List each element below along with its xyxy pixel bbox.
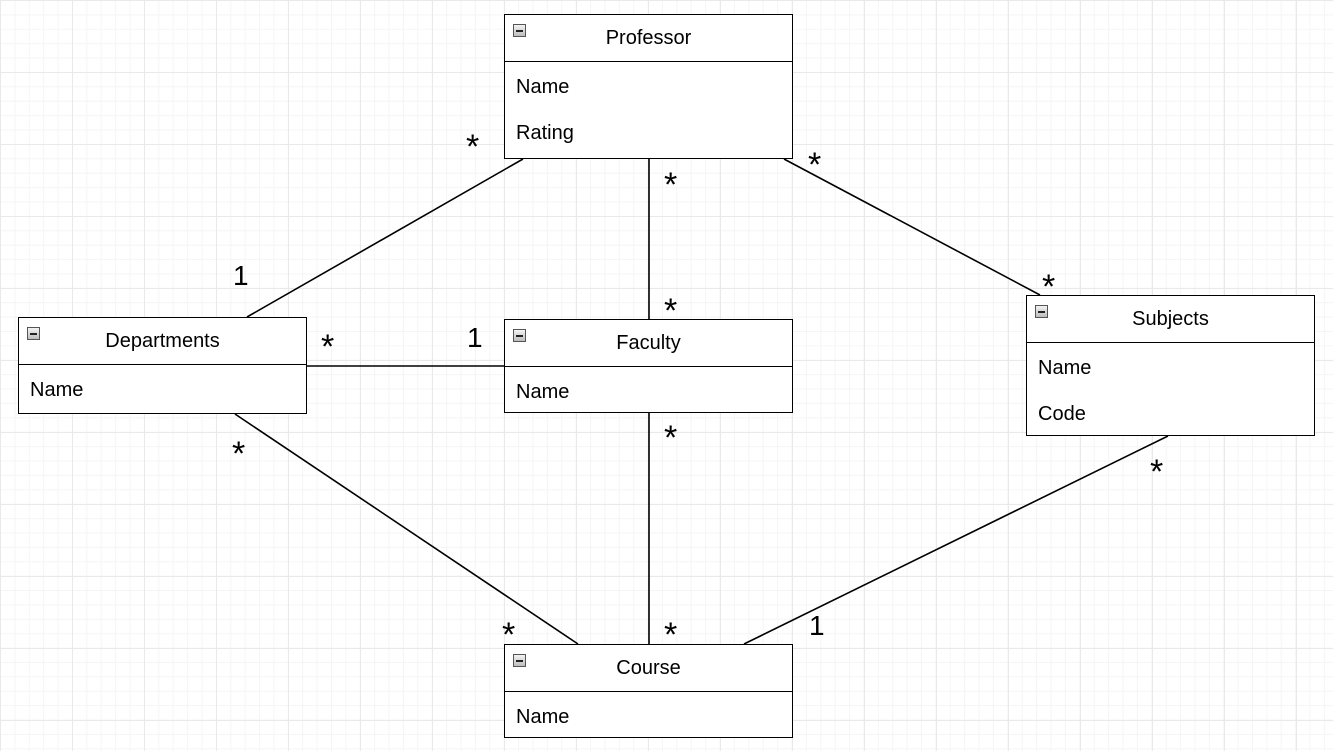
attribute-name: Name bbox=[516, 76, 570, 98]
entity-header: Faculty bbox=[505, 320, 792, 367]
multiplicity-label: * bbox=[664, 166, 678, 204]
connector-subj-course[interactable] bbox=[743, 435, 1169, 645]
multiplicity-label: * bbox=[466, 128, 480, 166]
multiplicity-label: * bbox=[664, 292, 678, 330]
multiplicity-label: 1 bbox=[233, 260, 249, 291]
multiplicity-label: * bbox=[502, 616, 516, 654]
attribute-list: Name Rating bbox=[505, 62, 792, 156]
entity-title: Faculty bbox=[616, 331, 681, 354]
multiplicity-label: * bbox=[232, 435, 246, 473]
collapse-minus-icon[interactable] bbox=[1035, 305, 1048, 318]
entity-title: Course bbox=[616, 656, 681, 679]
attribute-list: Name bbox=[505, 692, 792, 740]
attribute-list: Name Code bbox=[1027, 343, 1314, 437]
attribute-code: Code bbox=[1038, 403, 1086, 425]
multiplicity-label: * bbox=[664, 616, 678, 654]
multiplicity-label: * bbox=[808, 146, 822, 184]
attribute-name: Name bbox=[516, 706, 570, 728]
entity-subjects[interactable]: Subjects Name Code bbox=[1026, 295, 1315, 436]
entity-title: Professor bbox=[605, 26, 692, 49]
entity-faculty[interactable]: Faculty Name bbox=[504, 319, 793, 413]
entity-title: Subjects bbox=[1132, 307, 1209, 330]
connector-prof-dept[interactable] bbox=[246, 158, 524, 318]
entity-header: Subjects bbox=[1027, 296, 1314, 343]
multiplicity-label: * bbox=[664, 419, 678, 457]
entity-departments[interactable]: Departments Name bbox=[18, 317, 307, 414]
attribute-name: Name bbox=[30, 379, 84, 401]
connector-dept-course[interactable] bbox=[234, 413, 579, 645]
entity-header: Professor bbox=[505, 15, 792, 62]
multiplicity-label: 1 bbox=[809, 610, 825, 641]
entity-professor[interactable]: Professor Name Rating bbox=[504, 14, 793, 159]
entity-header: Course bbox=[505, 645, 792, 692]
multiplicity-label: 1 bbox=[467, 322, 483, 353]
collapse-minus-icon[interactable] bbox=[513, 654, 526, 667]
entity-header: Departments bbox=[19, 318, 306, 365]
attribute-rating: Rating bbox=[516, 122, 574, 144]
attribute-name: Name bbox=[516, 381, 570, 403]
multiplicity-label: * bbox=[321, 328, 335, 366]
collapse-minus-icon[interactable] bbox=[27, 327, 40, 340]
collapse-minus-icon[interactable] bbox=[513, 24, 526, 37]
collapse-minus-icon[interactable] bbox=[513, 329, 526, 342]
connector-prof-subj[interactable] bbox=[783, 158, 1041, 296]
entity-course[interactable]: Course Name bbox=[504, 644, 793, 738]
attribute-list: Name bbox=[19, 365, 306, 413]
multiplicity-label: * bbox=[1042, 268, 1056, 306]
multiplicity-label: * bbox=[1150, 453, 1164, 491]
attribute-name: Name bbox=[1038, 357, 1092, 379]
attribute-list: Name bbox=[505, 367, 792, 415]
entity-title: Departments bbox=[105, 329, 220, 352]
